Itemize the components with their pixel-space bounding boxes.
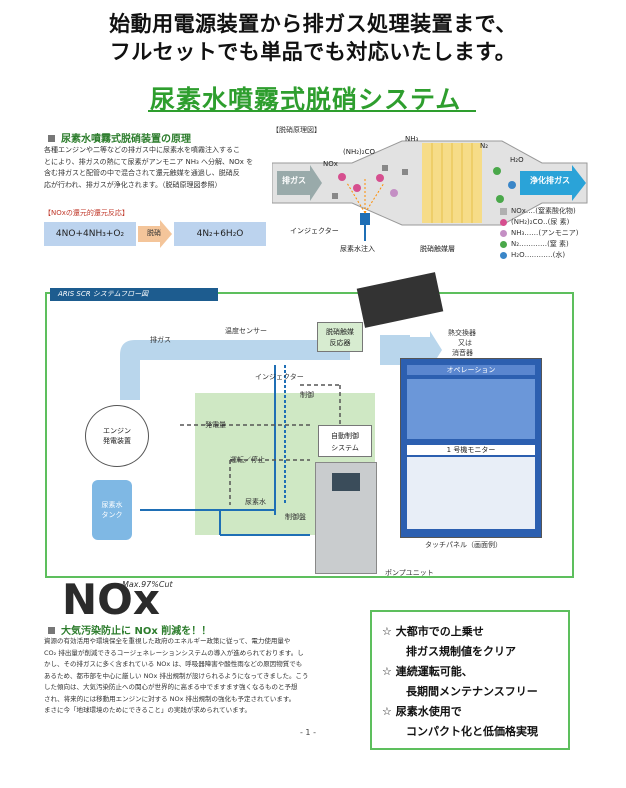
principle-paragraph: 各種エンジンや二等などの排ガス中に尿素水を噴霧注入するこ とにより、排ガスの熱に… (44, 145, 280, 191)
benefit-line: コンパクト化と低価格実現 (406, 725, 538, 738)
control-label: 制御 (300, 391, 314, 399)
engine-node: エンジン 発電装置 (85, 405, 149, 467)
diagram-h2o: H₂O (510, 156, 524, 164)
legend-label: N₂‥‥‥‥‥‥(窒 素) (511, 240, 569, 248)
control-system-node: 自動制御 システム (318, 425, 372, 457)
pollution-line: 資源の有効活用や環境保全を重視した政府のエネルギー政策に従って、電力使用量や (44, 637, 291, 645)
pollution-line: まさに今「地球環境のためにできること」の実践が求められています。 (44, 706, 252, 714)
exhaust-gas-label: 排ガス (150, 336, 171, 344)
benefit-item: ☆ 連続運転可能、 (382, 662, 568, 682)
square-bullet-icon (48, 627, 55, 634)
h2o-dot-icon (500, 251, 507, 259)
pollution-heading: 大気汚染防止に NOx 削減を！！ (48, 622, 211, 637)
benefit-line: 連続運転可能、 (395, 665, 473, 678)
star-icon: ☆ (382, 665, 392, 678)
silencer-label: 消音器 (452, 349, 473, 357)
principle-heading-text: 尿素水噴霧式脱硝装置の原理 (61, 134, 191, 145)
headline-line-1: 始動用電源装置から排ガス処理装置まで、 (109, 12, 517, 36)
nh3-dot-icon (500, 229, 507, 237)
diagram-urea-injection: 尿素水注入 (340, 245, 375, 253)
principle-diagram (272, 140, 588, 241)
benefit-line: 長期間メンテナンスフリー (406, 685, 538, 698)
legend-label: NH₃‥‥‥(アンモニア) (511, 229, 579, 237)
pollution-line: かし、その排ガスに多く含まれている NOx は、呼吸器障害や酸性雨などの原因物質… (44, 660, 303, 668)
star-icon: ☆ (382, 625, 392, 638)
monitor-title: 1 号機モニター (407, 445, 535, 455)
urea-dot-icon (500, 218, 507, 226)
nox-logo: NOx (62, 575, 160, 624)
pollution-heading-text: 大気汚染防止に NOx 削減を！！ (61, 626, 212, 637)
legend-label: H₂O‥‥‥‥‥‥(水) (511, 251, 566, 259)
heat-exchanger-label: 熱交換器 (448, 329, 476, 337)
benefit-line: 排ガス規制値をクリア (406, 645, 516, 658)
benefits-box: ☆ 大都市での上乗せ 排ガス規制値をクリア ☆ 連続運転可能、 長期間メンテナン… (370, 610, 570, 750)
run-stop-label: 運転／停止 (230, 456, 265, 464)
panel-cabinet-image (315, 462, 377, 574)
operation-grid (407, 379, 535, 439)
temp-sensor-label: 温度センサー (225, 327, 267, 335)
power-label: 発電量 (205, 421, 226, 429)
headline-line-2: フルセットでも単品でも対応いたします。 (109, 40, 517, 64)
benefit-line: 尿素水使用で (395, 705, 462, 718)
panel-screen-icon (332, 473, 360, 491)
legend-item: H₂O‥‥‥‥‥‥(水) (500, 250, 579, 261)
reaction-middle: 脱硝 (147, 229, 161, 237)
principle-line: とにより、排ガスの熱にて尿素がアンモニア NH₃ へ分解、NOx を (44, 157, 254, 166)
diagram-exhaust-in: 排ガス (282, 176, 306, 185)
principle-line: 応が行われ、排ガスが浄化されます。（脱硝原理図参照） (44, 180, 222, 189)
pump-unit-label: ポンプユニット (385, 569, 434, 577)
control-panel-label: 制御盤 (285, 513, 306, 521)
monitor-table (407, 457, 535, 529)
benefit-item: ☆ 尿素水使用で (382, 702, 568, 722)
pollution-line: あるため、都市部を中心に厳しい NOx 排出規制が設けられるようになってきました… (44, 671, 309, 680)
flow-header: ARIS SCR システムフロー図 (50, 288, 218, 301)
principle-line: 各種エンジンや二等などの排ガス中に尿素水を噴霧注入するこ (44, 146, 240, 154)
pollution-line: した傾向は、大気汚染防止への関心が世界的に高まる中でますます強くなるものと予想 (44, 683, 298, 691)
urea-water-label: 尿素水 (245, 498, 266, 506)
reaction-arrow-icon (138, 220, 172, 248)
diagram-catalyst: 脱硝触媒層 (420, 245, 455, 253)
page-title: 尿素水噴霧式脱硝システム (150, 85, 462, 114)
title-underline (148, 110, 476, 112)
touch-panel-label: タッチパネル（画面例） (425, 541, 502, 549)
urea-tank-node: 尿素水 タンク (92, 480, 132, 540)
page-number: - 1 - (300, 728, 316, 737)
benefit-item: ☆ 大都市での上乗せ (382, 622, 568, 642)
nox-logo-sub: Max.97%Cut (122, 580, 173, 589)
principle-line: 含む排ガスと配管の中で混合されて還元触媒を通過し、脱硝反 (44, 169, 240, 177)
reaction-label: 【NOxの還元的還元反応】 (44, 209, 129, 217)
diagram-nh3: NH₃ (405, 135, 419, 143)
reaction-right: 4N₂+6H₂O (174, 222, 266, 246)
diagram-caption: 【脱硝原理図】 (272, 126, 321, 134)
pollution-paragraph: 資源の有効活用や環境保全を重視した政府のエネルギー政策に従って、電力使用量や C… (44, 636, 374, 717)
square-bullet-icon (48, 135, 55, 142)
reactor-node: 脱硝触媒 反応器 (317, 322, 363, 352)
injector-label: インジェクター (255, 373, 304, 381)
flow-diagram-frame (45, 292, 574, 578)
diagram-injector: インジェクター (290, 227, 339, 235)
legend-item: NOx‥‥(窒素酸化物) (500, 206, 579, 217)
legend-item: NH₃‥‥‥(アンモニア) (500, 228, 579, 239)
diagram-exhaust-out: 浄化排ガス (530, 176, 570, 185)
nox-square-icon (500, 207, 507, 215)
diagram-urea: (NH₂)₂CO (343, 148, 375, 156)
operation-title: オペレーション (407, 365, 535, 375)
or-label: 又は (458, 339, 472, 347)
legend-label: NOx‥‥(窒素酸化物) (511, 207, 576, 215)
pollution-line: され、将来的には移動用エンジンに対する NOx 排出規制の強化も予定されています… (44, 694, 296, 703)
touch-panel-image: オペレーション 1 号機モニター (400, 358, 542, 538)
reaction-left: 4NO+4NH₃+O₂ (44, 222, 136, 246)
principle-heading: 尿素水噴霧式脱硝装置の原理 (48, 130, 191, 145)
legend-item: (NH₂)₂CO‥(尿 素) (500, 217, 579, 228)
diagram-legend: NOx‥‥(窒素酸化物) (NH₂)₂CO‥(尿 素) NH₃‥‥‥(アンモニア… (500, 206, 579, 261)
legend-item: N₂‥‥‥‥‥‥(窒 素) (500, 239, 579, 250)
star-icon: ☆ (382, 705, 392, 718)
n2-dot-icon (500, 240, 507, 248)
pollution-line: CO₂ 排出量が削減できるコージェネレーションシステムの導入が進められております… (44, 648, 304, 657)
diagram-nox: NOx (323, 160, 338, 168)
legend-label: (NH₂)₂CO‥(尿 素) (511, 218, 570, 226)
benefit-line: 大都市での上乗せ (395, 625, 484, 638)
diagram-n2: N₂ (480, 142, 489, 150)
